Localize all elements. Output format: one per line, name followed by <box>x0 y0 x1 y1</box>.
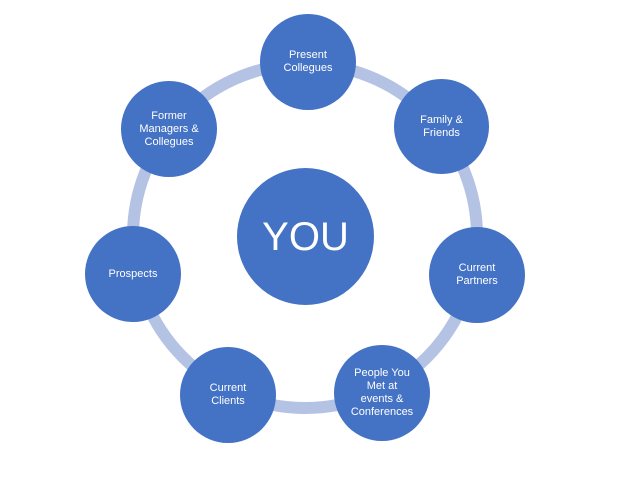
center-node-you: YOU <box>237 168 374 305</box>
node-people-you-met: People You Met at events & Conferences <box>334 345 430 441</box>
node-present-collegues: Present Collegues <box>260 14 356 110</box>
node-current-partners: Current Partners <box>429 227 525 323</box>
node-current-clients: Current Clients <box>180 347 276 443</box>
node-former-managers: Former Managers & Collegues <box>121 81 217 177</box>
node-family-friends: Family & Friends <box>394 79 489 174</box>
node-prospects: Prospects <box>85 226 181 322</box>
